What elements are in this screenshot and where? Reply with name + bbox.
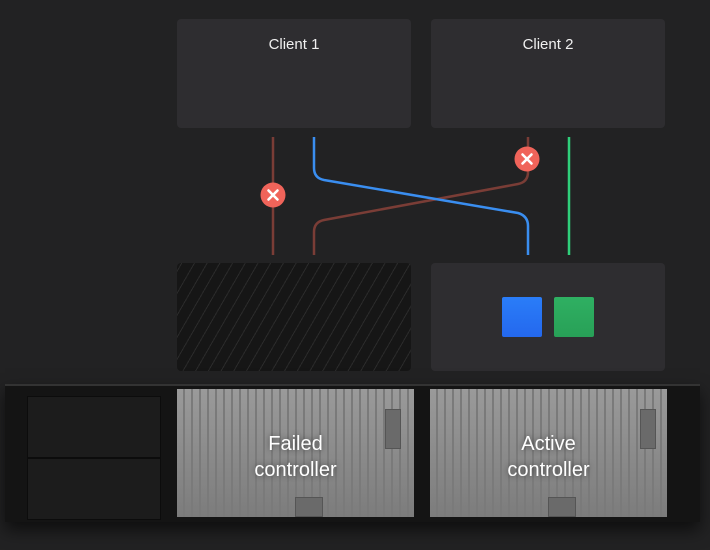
power-supply xyxy=(27,396,161,458)
blue-volume-square xyxy=(502,297,542,337)
green-volume-square xyxy=(554,297,594,337)
failed-path-client2-cross xyxy=(312,137,530,255)
client-2-label: Client 2 xyxy=(522,36,574,53)
ethernet-port xyxy=(548,497,576,517)
active-path-client1-cross xyxy=(312,137,530,255)
failed-controller-block xyxy=(177,263,411,371)
serial-port xyxy=(385,409,401,449)
client-1-box: Client 1 xyxy=(177,19,411,128)
error-x-icon xyxy=(260,182,286,208)
client-1-label: Client 1 xyxy=(268,36,320,53)
ethernet-port xyxy=(295,497,323,517)
power-supply xyxy=(27,458,161,520)
active-controller-block xyxy=(431,263,665,371)
connection-paths xyxy=(260,137,571,255)
client-2-box: Client 2 xyxy=(431,19,665,128)
serial-port xyxy=(640,409,656,449)
error-x-icon xyxy=(514,146,540,172)
